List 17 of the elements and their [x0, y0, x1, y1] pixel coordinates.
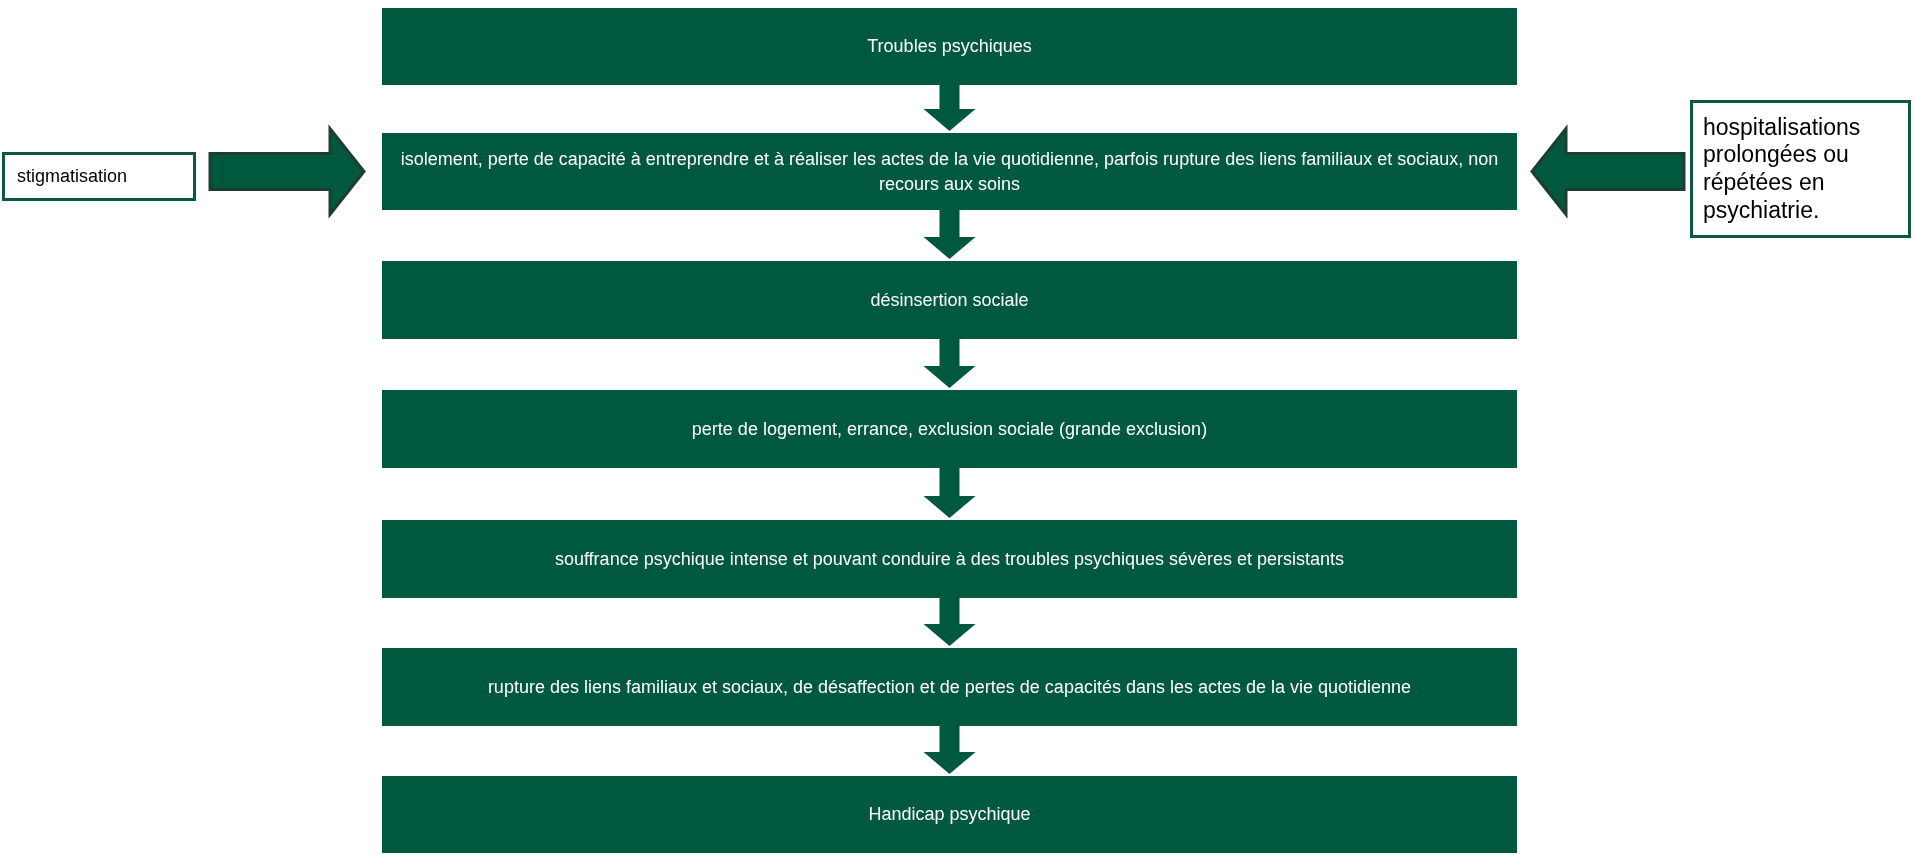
block-arrow [208, 124, 366, 219]
arrow [923, 598, 976, 646]
process-box: isolement, perte de capacité à entreprendre et à réaliser les actes de la vie quotidienne, parfois rupture des liens familiaux et sociaux, non recours aux soins [382, 133, 1517, 210]
arrow [923, 726, 976, 774]
arrow [923, 468, 976, 518]
process-box: désinsertion sociale [382, 261, 1517, 339]
cause-box: stigmatisation [2, 152, 196, 201]
process-box: souffrance psychique intense et pouvant conduire à des troubles psychiques sévères et persistants [382, 520, 1517, 598]
process-box: Handicap psychique [382, 776, 1517, 853]
process-box: Troubles psychiques [382, 8, 1517, 85]
arrow [923, 339, 976, 388]
arrow [923, 85, 976, 131]
process-box: perte de logement, errance, exclusion sociale (grande exclusion) [382, 390, 1517, 468]
block-arrow [1530, 124, 1686, 219]
process-box: rupture des liens familiaux et sociaux, de désaffection et de pertes de capacités dans les actes de la vie quotidienne [382, 648, 1517, 726]
cause-box: hospitalisations prolongées ou répétées en psychiatrie. [1690, 100, 1911, 238]
arrow [923, 210, 976, 259]
